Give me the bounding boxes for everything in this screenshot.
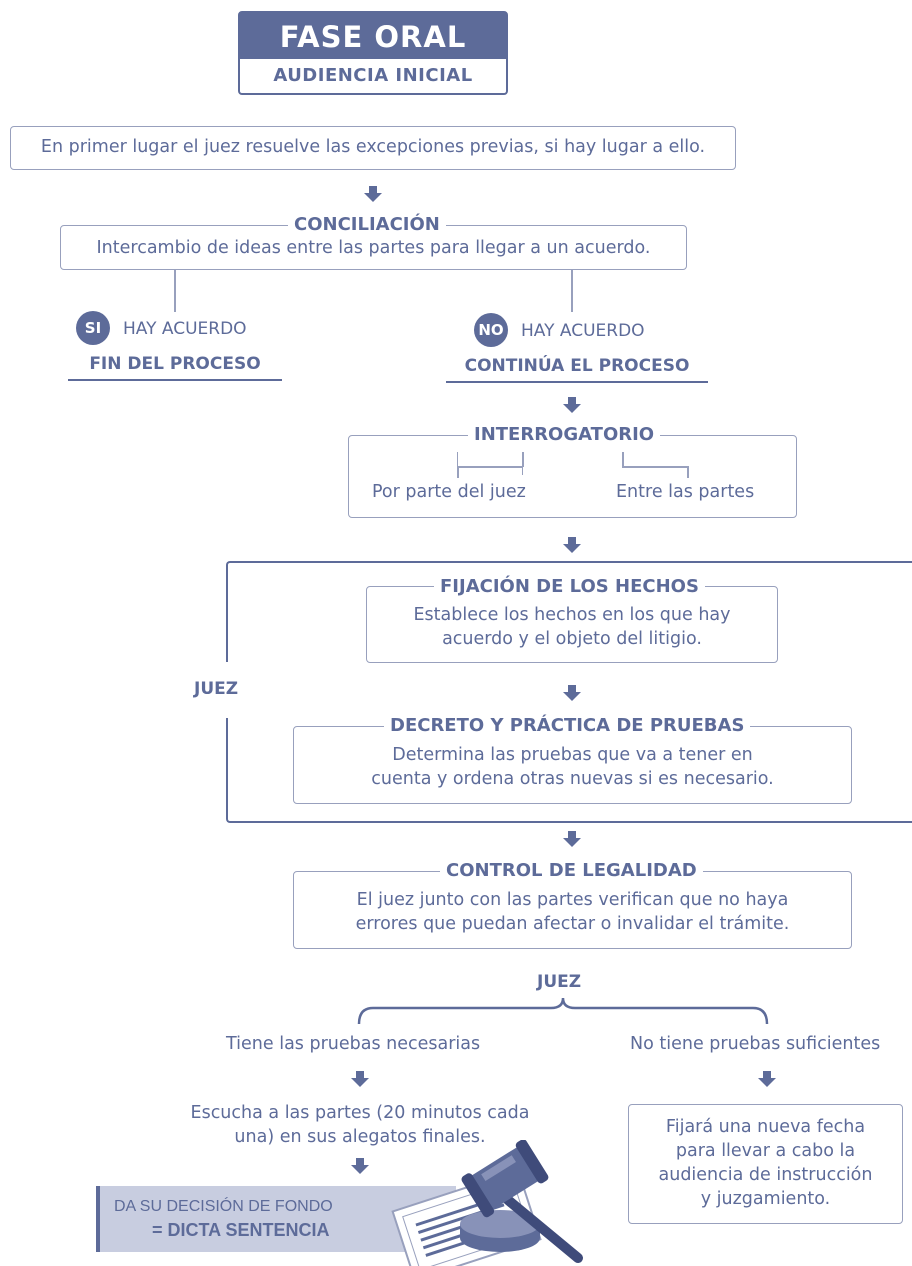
si-result: FIN DEL PROCESO	[89, 354, 261, 374]
right-option-line4: y juzgamiento.	[700, 1189, 831, 1209]
excepciones-box: En primer lugar el juez resuelve las exc…	[10, 126, 736, 170]
pruebas-line1: Determina las pruebas que va a tener en	[392, 745, 753, 765]
conciliacion-text: Intercambio de ideas entre las partes pa…	[96, 238, 651, 258]
left-option-line2: una) en sus alegatos finales.	[234, 1127, 486, 1147]
juez-label: JUEZ	[194, 679, 239, 699]
interrogatorio-left: Por parte del juez	[372, 482, 526, 502]
interrogatorio-bracket-left-v2	[457, 466, 459, 478]
no-badge: NO	[474, 313, 508, 347]
interrogatorio-bracket-left-h	[457, 466, 523, 468]
control-title: CONTROL DE LEGALIDAD	[440, 860, 703, 881]
gavel-icon	[391, 1140, 583, 1266]
juez-bracket-right-top	[906, 561, 912, 563]
right-option-label: No tiene pruebas suficientes	[630, 1034, 881, 1054]
title-block: FASE ORAL AUDIENCIA INICIAL	[238, 11, 508, 95]
branch-line-no	[571, 270, 573, 312]
left-option-label: Tiene las pruebas necesarias	[226, 1034, 481, 1054]
left-option-line1: Escucha a las partes (20 minutos cada	[190, 1103, 530, 1123]
no-underline	[446, 381, 708, 383]
interrogatorio-bracket-right-v1	[622, 452, 624, 467]
sentencia-line2: = DICTA SENTENCIA	[152, 1220, 330, 1240]
juez-label-mask	[222, 662, 232, 718]
control-line2: errores que puedan afectar o invalidar e…	[355, 914, 790, 934]
interrogatorio-right: Entre las partes	[616, 482, 755, 502]
no-label: HAY ACUERDO	[521, 321, 645, 341]
control-box: El juez junto con las partes verifican q…	[293, 871, 852, 949]
juez-decision-label: JUEZ	[537, 972, 582, 992]
sentencia-line1: DA SU DECISIÓN DE FONDO	[114, 1198, 333, 1215]
right-option-line2: para llevar a cabo la	[675, 1141, 856, 1161]
fijacion-title: FIJACIÓN DE LOS HECHOS	[434, 576, 705, 597]
interrogatorio-bracket-left	[457, 452, 523, 475]
fijacion-line2: acuerdo y el objeto del litigio.	[442, 629, 702, 649]
right-option-line1: Fijará una nueva fecha	[665, 1117, 866, 1137]
no-result: CONTINÚA EL PROCESO	[464, 356, 690, 376]
fijacion-line1: Establece los hechos en los que hay	[413, 605, 731, 625]
fijacion-box: Establece los hechos en los que hay acue…	[366, 586, 778, 663]
conciliacion-title: CONCILIACIÓN	[288, 214, 446, 235]
interrogatorio-bracket-left-v1	[522, 452, 524, 467]
curly-brace	[357, 997, 769, 1025]
excepciones-text: En primer lugar el juez resuelve las exc…	[40, 137, 706, 157]
right-option-line3: audiencia de instrucción	[658, 1165, 873, 1185]
control-line1: El juez junto con las partes verifican q…	[356, 890, 789, 910]
si-underline	[68, 379, 282, 381]
pruebas-box: Determina las pruebas que va a tener en …	[293, 726, 852, 804]
conciliacion-box: Intercambio de ideas entre las partes pa…	[60, 225, 687, 270]
si-badge: SI	[76, 311, 110, 345]
right-option-box: Fijará una nueva fecha para llevar a cab…	[628, 1104, 903, 1224]
si-label: HAY ACUERDO	[123, 319, 247, 339]
interrogatorio-box	[348, 435, 797, 518]
interrogatorio-bracket-right-v2	[687, 466, 689, 478]
branch-line-si	[174, 270, 176, 312]
title-main: FASE ORAL	[240, 13, 506, 59]
pruebas-line2: cuenta y ordena otras nuevas si es neces…	[371, 769, 774, 789]
interrogatorio-title: INTERROGATORIO	[468, 424, 661, 445]
interrogatorio-bracket-right-h	[622, 466, 688, 468]
title-sub: AUDIENCIA INICIAL	[273, 65, 473, 86]
pruebas-title: DECRETO Y PRÁCTICA DE PRUEBAS	[384, 715, 751, 736]
